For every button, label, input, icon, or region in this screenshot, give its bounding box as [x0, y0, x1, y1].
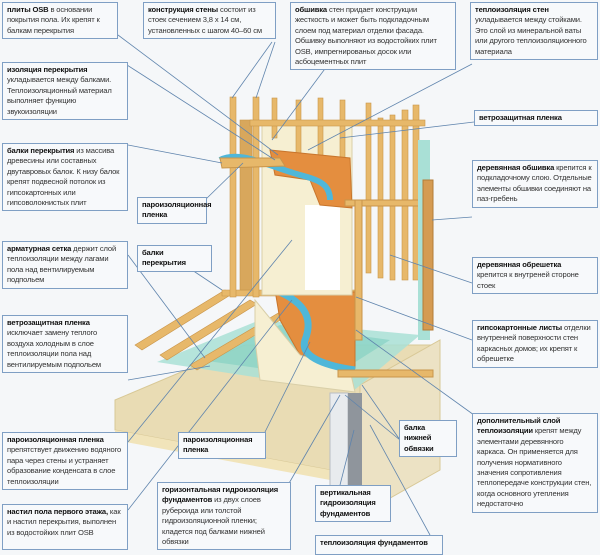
label-title: балка нижней обвязки — [404, 423, 434, 453]
label-wind-film-left: ветрозащитная пленка исключает замену те… — [2, 315, 128, 374]
label-title: пароизоляционная пленка — [7, 435, 104, 444]
wood-cladding — [422, 179, 434, 331]
label-foundation-insulation: теплоизоляция фундаментов — [315, 535, 443, 555]
label-title: теплоизоляция стен — [475, 5, 549, 14]
label-title: пароизоляционная пленка — [183, 435, 253, 455]
label-text: как и настил перекрытия, выполнен из вод… — [7, 507, 121, 537]
label-title: ветрозащитная пленка — [7, 318, 90, 327]
label-horizontal-waterproofing: горизонтальная гидроизоляция фундаментов… — [157, 482, 291, 550]
label-first-floor: настил пола первого этажа, как и настил … — [2, 504, 128, 550]
label-text: состоит из стоек сечением 3,8 х 14 см, у… — [148, 5, 262, 35]
label-title: дополнительный слой теплоизоляции — [477, 416, 561, 436]
label-text: крепится к внутреней стороне стоек — [477, 270, 579, 290]
label-wood-cladding: деревянная обшивка крепится к подкладочн… — [472, 160, 598, 208]
label-wood-battens: деревянная обрешетка крепится к внутрене… — [472, 257, 598, 295]
label-wind-film-top: ветрозащитная пленка — [474, 110, 598, 127]
label-title: гипсокартонные листы — [477, 323, 563, 332]
label-text: стен придает конструкции жесткость и мож… — [295, 5, 437, 67]
label-title: деревянная обшивка — [477, 163, 555, 172]
label-wall-structure: конструкция стены состоит из стоек сечен… — [143, 2, 276, 40]
label-title: горизонтальная гидроизоляция фундаментов — [162, 485, 279, 505]
label-beams-mid: балки перекрытия — [137, 245, 212, 272]
leader-lines — [117, 34, 475, 536]
label-text: из массива древесины или составных двута… — [7, 146, 120, 208]
label-title: изоляция перекрытия — [7, 65, 88, 74]
label-title: настил пола первого этажа, — [7, 507, 108, 516]
label-title: конструкция стены — [148, 5, 218, 14]
label-text: из двух слоев рубероида или толстой гидр… — [162, 495, 265, 547]
label-text: крепится к подкладочному слою. Отдельные… — [477, 163, 592, 204]
label-text: отделки внутренней поверхности стен карк… — [477, 323, 591, 364]
label-title: вертикальная гидроизоляция фундаментов — [320, 488, 376, 518]
foundation-waterproofing — [348, 393, 362, 505]
label-title: балки перекрытия — [7, 146, 75, 155]
label-text: держит слой теплоизоляции между лагами п… — [7, 244, 117, 285]
label-title: деревянная обрешетка — [477, 260, 562, 269]
upper-beam — [219, 157, 286, 169]
lower-insulation — [254, 298, 356, 393]
label-vapor-left: пароизоляционная пленка препятствует дви… — [2, 432, 128, 491]
upper-vapor-membrane — [218, 153, 333, 201]
label-text: исключает замену теплого воздуха холодны… — [7, 328, 101, 369]
label-text: препятствует движению водяного пара чере… — [7, 445, 122, 486]
label-title: теплоизоляция фундаментов — [320, 538, 428, 547]
label-ceiling-insulation: изоляция перекрытия укладывается между б… — [2, 62, 128, 121]
label-title: балки перекрытия — [142, 248, 186, 268]
label-text: укладывается между стойками. Это слой из… — [475, 15, 587, 56]
label-drywall: гипсокартонные листы отделки внутренней … — [472, 320, 598, 368]
label-vapor-bottom: пароизоляционная пленка — [178, 432, 266, 459]
label-title: ветрозащитная пленка — [479, 113, 562, 122]
window-opening — [305, 205, 340, 290]
right-wall-post — [354, 199, 363, 341]
label-beams-left: балки перекрытия из массива древесины ил… — [2, 143, 128, 212]
label-title: арматурная сетка — [7, 244, 72, 253]
label-title: плиты OSB — [7, 5, 49, 14]
top-studs — [249, 97, 426, 281]
label-text: укладывается между балками. Теплоизоляци… — [7, 75, 112, 116]
label-wall-insulation: теплоизоляция стен укладывается между ст… — [470, 2, 598, 61]
label-title: обшивка — [295, 5, 327, 14]
label-osb-plates: плиты OSB в основании покрытия пола. Их … — [2, 2, 118, 40]
label-mesh: арматурная сетка держит слой теплоизоляц… — [2, 241, 128, 289]
label-sheathing: обшивка стен придает конструкции жесткос… — [290, 2, 456, 71]
sill-beam — [337, 369, 434, 378]
label-vertical-waterproofing: вертикальная гидроизоляция фундаментов — [315, 485, 391, 523]
label-sill-beam: балка нижней обвязки — [399, 420, 457, 458]
lower-vapor-membrane — [273, 286, 356, 374]
label-title: пароизоляционная пленка — [142, 200, 212, 220]
label-extra-insulation: дополнительный слой теплоизоляции крепят… — [472, 413, 598, 513]
label-text: крепят между элементами деревянного карк… — [477, 426, 592, 509]
label-vapor-mid: пароизоляционная пленка — [137, 197, 212, 224]
label-text: в основании покрытия пола. Их крепят к б… — [7, 5, 100, 35]
